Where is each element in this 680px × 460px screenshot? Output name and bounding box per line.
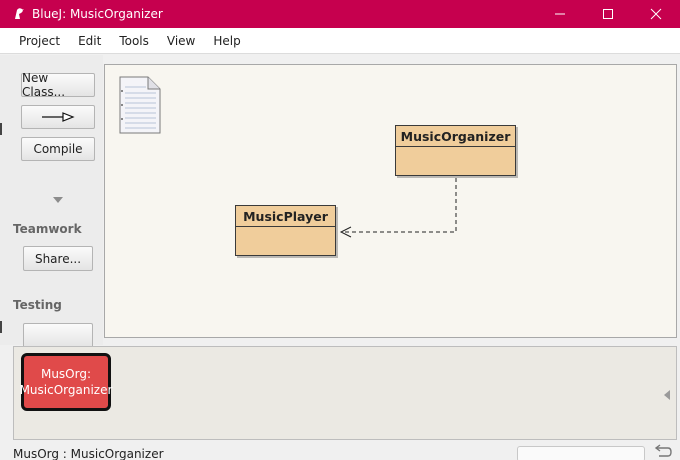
uses-arrow-icon [42, 112, 75, 122]
reset-arrow-icon[interactable] [653, 444, 673, 458]
menu-tools[interactable]: Tools [119, 33, 149, 48]
new-class-button[interactable]: New Class... [21, 71, 95, 99]
close-button[interactable] [632, 0, 680, 28]
window-controls [536, 0, 680, 28]
class-name: MusicPlayer [236, 206, 335, 227]
testing-label: Testing [13, 298, 62, 312]
object-musorg[interactable]: MusOrg: MusicOrganizer [19, 353, 113, 411]
dependency-arrow [339, 178, 457, 238]
record-button[interactable] [23, 323, 93, 347]
menu-edit[interactable]: Edit [78, 33, 102, 48]
object-type-name: MusicOrganizer [19, 383, 113, 397]
close-icon [650, 8, 662, 20]
collapse-triangle-icon[interactable] [52, 196, 64, 204]
class-name: MusicOrganizer [396, 126, 515, 147]
menu-project[interactable]: Project [19, 33, 61, 48]
compile-button[interactable]: Compile [21, 137, 95, 161]
scroll-left-icon[interactable] [663, 389, 671, 401]
status-field [517, 446, 645, 460]
minimize-icon [555, 13, 565, 15]
left-toolbar: New Class... Compile Teamwork Share... T… [0, 55, 103, 347]
new-arrow-button[interactable] [21, 105, 95, 129]
title-bar: BlueJ: MusicOrganizer [0, 0, 680, 28]
menu-help[interactable]: Help [213, 33, 241, 48]
menu-bar: Project Edit Tools View Help [0, 28, 680, 54]
readme-document-icon[interactable] [116, 75, 164, 135]
menu-view[interactable]: View [166, 33, 196, 48]
bluej-bird-icon [15, 8, 24, 19]
maximize-icon [603, 9, 613, 19]
status-bar: MusOrg : MusicOrganizer [0, 443, 680, 460]
teamwork-label: Teamwork [13, 222, 82, 236]
object-instance-name: MusOrg: [40, 367, 92, 381]
class-diagram-canvas[interactable]: MusicOrganizer MusicPlayer [104, 64, 677, 338]
status-text: MusOrg : MusicOrganizer [13, 447, 164, 460]
edge-marker [0, 123, 2, 135]
object-bench: MusOrg: MusicOrganizer [13, 346, 677, 440]
window-title: BlueJ: MusicOrganizer [32, 7, 163, 21]
maximize-button[interactable] [584, 0, 632, 28]
edge-marker [0, 321, 2, 333]
class-musicplayer[interactable]: MusicPlayer [235, 205, 336, 256]
share-button[interactable]: Share... [23, 246, 93, 271]
class-musicorganizer[interactable]: MusicOrganizer [395, 125, 516, 176]
minimize-button[interactable] [536, 0, 584, 28]
